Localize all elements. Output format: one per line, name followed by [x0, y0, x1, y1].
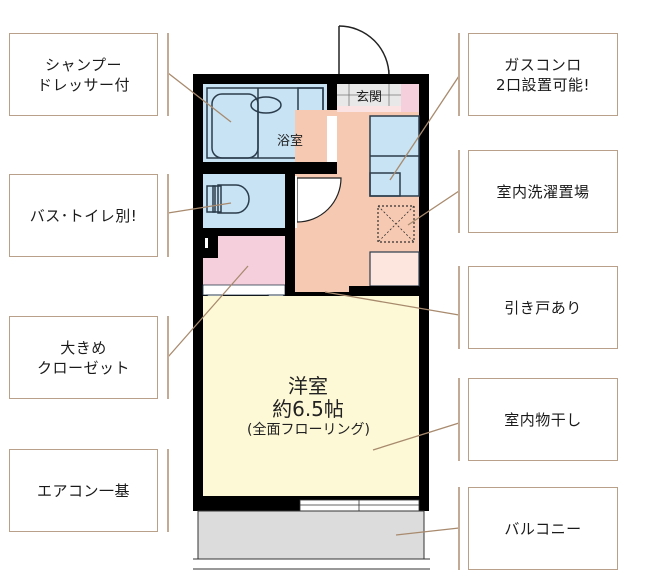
balcony-area: [197, 510, 425, 560]
western-room-name: 洋室: [288, 374, 328, 398]
callout-shampoo-dresser: シャンプー ドレッサー付: [9, 33, 158, 116]
western-room-size: 約6.5帖: [272, 397, 344, 421]
callout-bar: [458, 487, 460, 570]
entrance-door: [338, 25, 390, 82]
bathroom-label: 浴室: [276, 134, 303, 149]
callout-bath-toilet-separate: バス･トイレ別!: [9, 174, 158, 257]
callout-air-conditioner: エアコン一基: [9, 449, 158, 532]
callout-bar: [167, 33, 169, 116]
callout-bar: [458, 33, 460, 116]
callout-large-closet: 大きめ クローゼット: [9, 316, 158, 399]
callout-indoor-drying: 室内物干し: [468, 378, 618, 461]
callout-bar: [167, 449, 169, 532]
callout-indoor-laundry: 室内洗濯置場: [468, 150, 618, 233]
western-room-note: (全面フローリング): [247, 422, 370, 438]
toilet-area: [203, 174, 285, 228]
callout-sliding-door: 引き戸あり: [468, 266, 618, 349]
callout-bar: [458, 150, 460, 233]
callout-gas-stove: ガスコンロ 2口設置可能!: [468, 33, 618, 116]
callout-bar: [458, 266, 460, 349]
callout-balcony: バルコニー: [468, 487, 618, 570]
entrance-label: 玄関: [355, 90, 382, 105]
callout-bar: [458, 378, 460, 461]
callout-bar: [167, 174, 169, 257]
callout-bar: [167, 316, 169, 399]
